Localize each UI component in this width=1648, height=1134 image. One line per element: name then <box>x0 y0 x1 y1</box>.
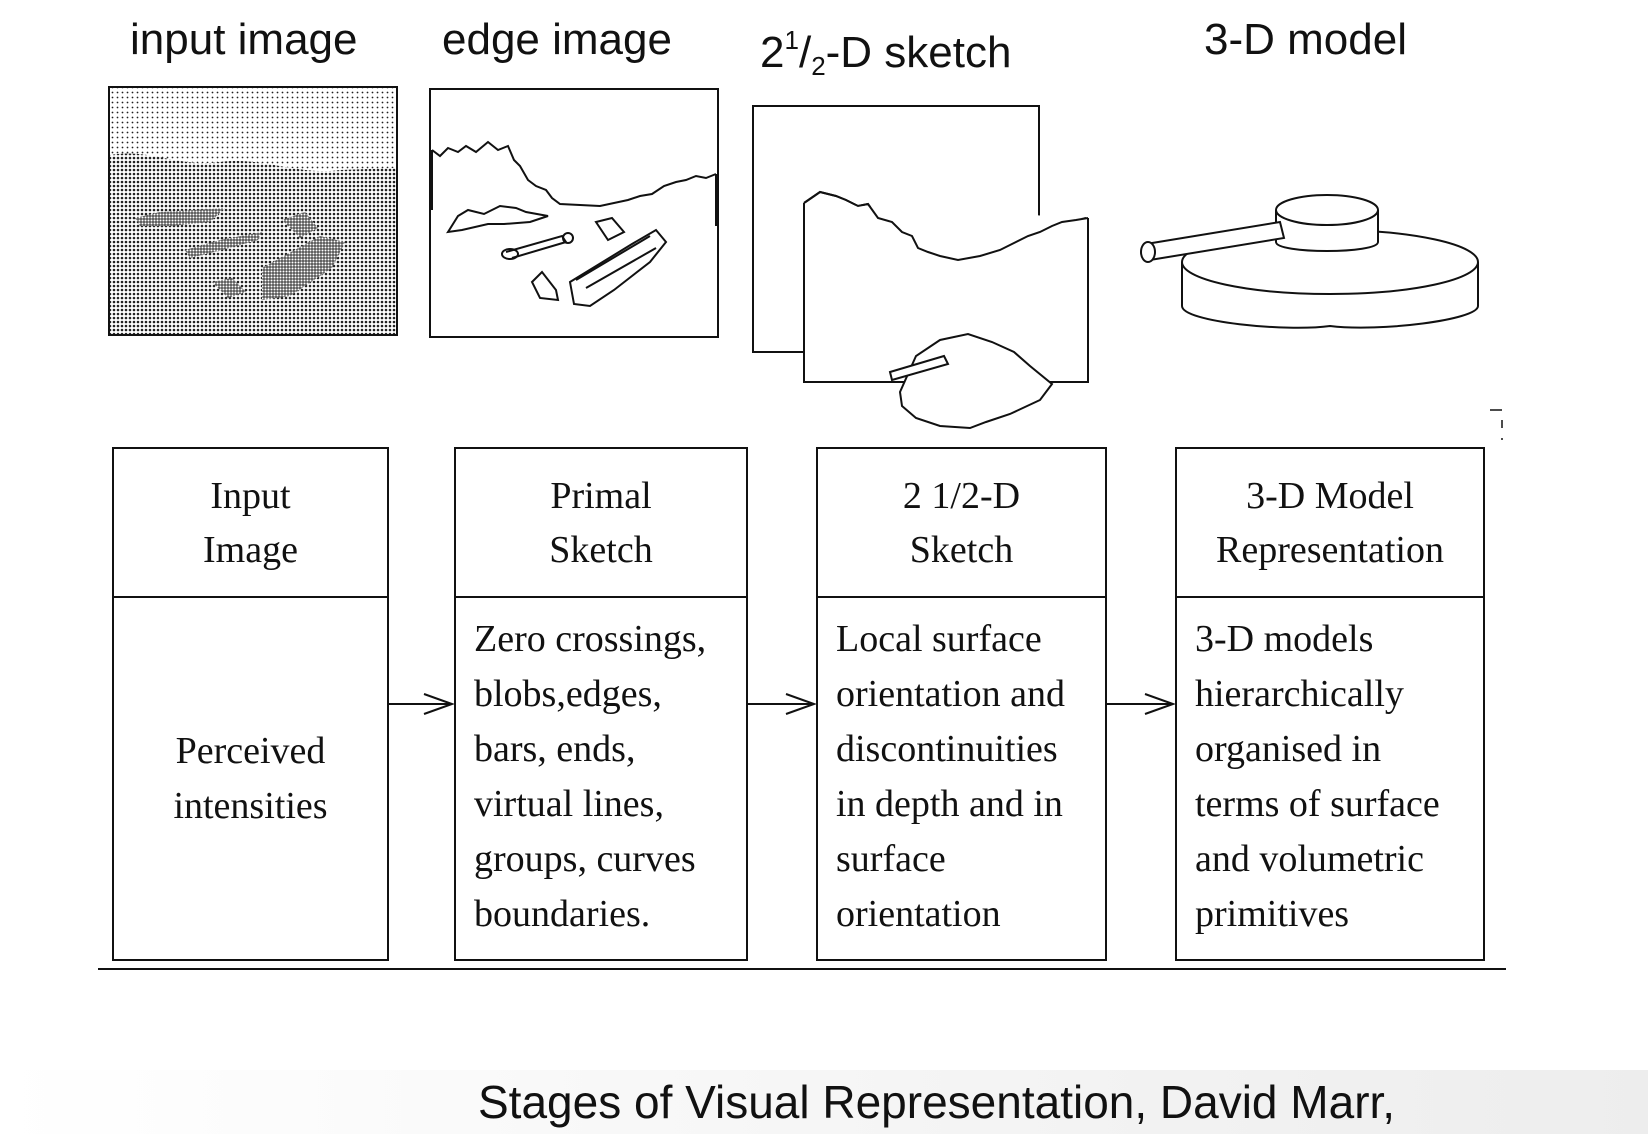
label-3d-model: 3-D model <box>1204 15 1407 64</box>
label-edge-image: edge image <box>442 15 672 64</box>
caption: Stages of Visual Representation, David M… <box>478 1076 1396 1128</box>
arrow-primal-to-25d <box>748 693 817 715</box>
label-2-half-d-sketch: 21/2-D sketch <box>760 25 1012 81</box>
caption-band <box>0 1070 1648 1134</box>
sketch-25d-picture <box>752 105 1089 430</box>
input-image-picture <box>108 86 398 336</box>
stage-primal-sketch: Primal Sketch Zero crossings, blobs,edge… <box>454 447 748 961</box>
stage-title: 2 1/2-D Sketch <box>818 449 1105 598</box>
stage-3d-model-representation: 3-D Model Representation 3-D models hier… <box>1175 447 1485 961</box>
stage-description: Local surface orientation and discontinu… <box>836 618 1065 935</box>
baseline-rule <box>98 968 1506 970</box>
model-3d-picture <box>1140 194 1479 329</box>
stage-title: Primal Sketch <box>456 449 746 598</box>
arrow-input-to-primal <box>389 693 455 715</box>
stage-25d-sketch: 2 1/2-D Sketch Local surface orientation… <box>816 447 1107 961</box>
stage-title: 3-D Model Representation <box>1177 449 1483 598</box>
stage-input-image: Input Image Perceived intensities <box>112 447 389 961</box>
stage-description: Zero crossings, blobs,edges, bars, ends,… <box>474 618 707 935</box>
arrow-25d-to-3d <box>1107 693 1176 715</box>
stage-title: Input Image <box>114 449 387 598</box>
stray-marks <box>1490 409 1503 440</box>
stage-description: Perceived intensities <box>173 729 328 827</box>
label-input-image: input image <box>130 15 358 64</box>
stage-description: 3-D models hierarchically organised in t… <box>1195 618 1440 935</box>
illustrations <box>108 86 1503 440</box>
edge-image-picture <box>429 88 719 338</box>
